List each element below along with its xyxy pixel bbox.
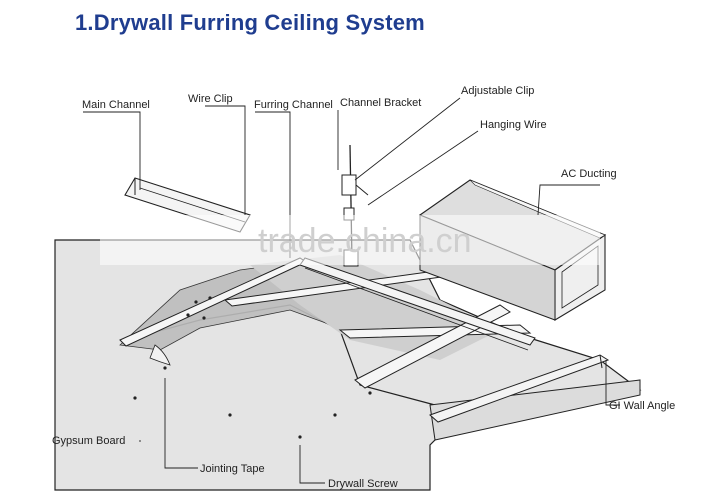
- label-ac-ducting: AC Ducting: [561, 168, 617, 180]
- label-furring-channel: Furring Channel: [254, 99, 333, 111]
- label-gypsum-board: Gypsum Board: [52, 435, 125, 447]
- label-drywall-screw: Drywall Screw: [328, 478, 398, 490]
- leader-lines: [83, 97, 620, 484]
- label-adjustable-clip: Adjustable Clip: [461, 85, 534, 97]
- page-title: 1.Drywall Furring Ceiling System: [75, 10, 425, 35]
- labels: Main Channel Wire Clip Furring Channel C…: [52, 85, 675, 490]
- label-main-channel: Main Channel: [82, 99, 150, 111]
- label-channel-bracket: Channel Bracket: [340, 97, 421, 109]
- drywall-screws: [133, 296, 372, 439]
- label-wire-clip: Wire Clip: [188, 93, 233, 105]
- watermark-text: trade.china.cn: [258, 222, 472, 260]
- gi-wall-angle: [429, 354, 610, 423]
- label-gi-wall-angle: GI Wall Angle: [609, 400, 675, 412]
- label-hanging-wire: Hanging Wire: [480, 119, 547, 131]
- watermark: trade.china.cn: [100, 215, 600, 265]
- label-jointing-tape: Jointing Tape: [200, 463, 265, 475]
